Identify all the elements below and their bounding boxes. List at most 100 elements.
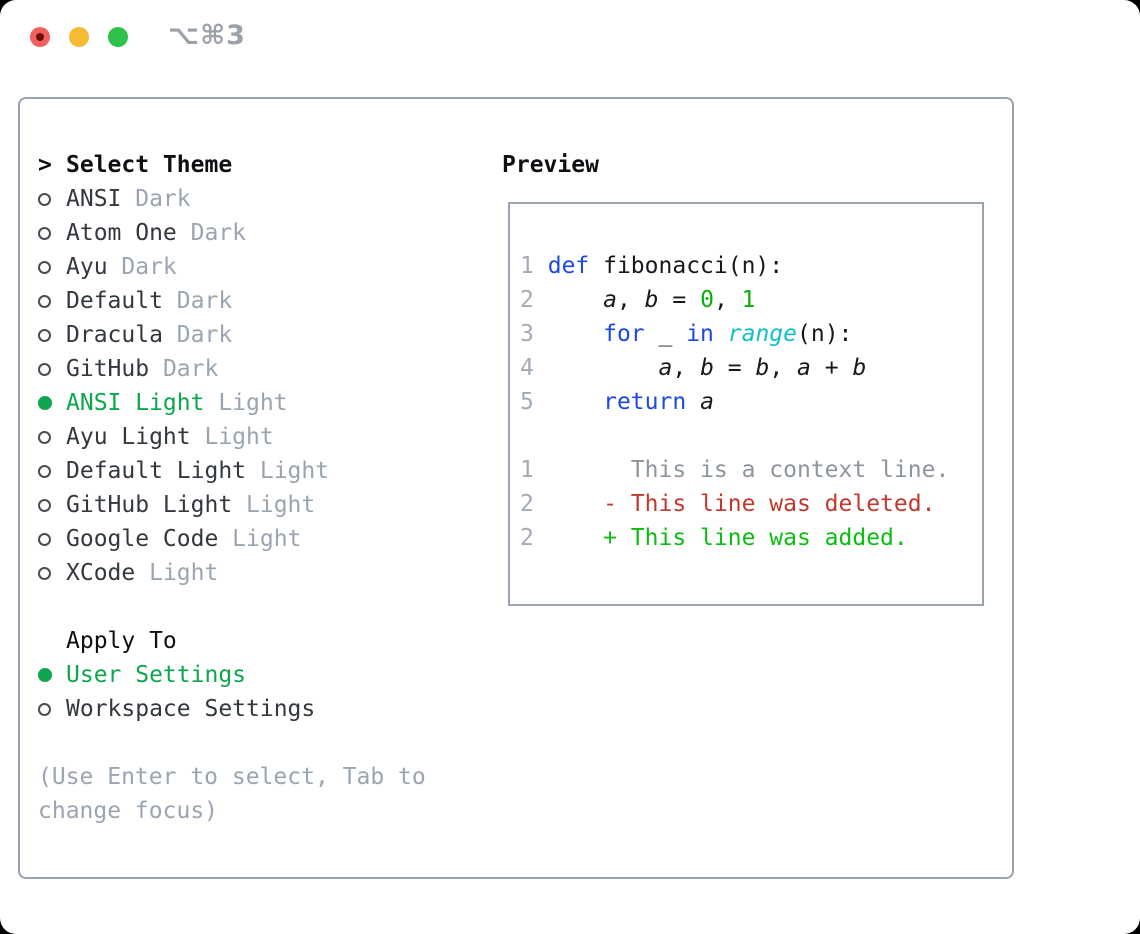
- minimize-button[interactable]: [69, 27, 89, 47]
- apply-option-label: User Settings: [66, 662, 247, 688]
- spacer: [38, 726, 426, 760]
- code-token-pln: fibonacci(n):: [589, 253, 784, 279]
- radio-icon: [38, 464, 51, 478]
- code-token-kw: def: [547, 253, 590, 279]
- radio-icon: [38, 498, 51, 512]
- zoom-button[interactable]: [108, 27, 128, 47]
- select-theme-header: > Select Theme: [38, 148, 426, 182]
- theme-option[interactable]: Dracula Dark: [38, 318, 426, 352]
- radio-icon: [38, 328, 51, 342]
- code-token-var: b: [755, 355, 770, 381]
- code-line: 1 This is a context line.: [520, 453, 949, 487]
- theme-variant-tag: Dark: [121, 254, 177, 280]
- radio-icon: [38, 192, 51, 206]
- help-text: (Use Enter to select, Tab to change focus…: [38, 760, 426, 828]
- code-line: 2 a, b = 0, 1: [520, 283, 949, 317]
- radio-selected-icon: [38, 396, 52, 410]
- theme-variant-tag: Light: [218, 390, 288, 416]
- code-token-bi: range: [727, 321, 798, 347]
- radio-icon: [38, 702, 51, 716]
- theme-option-label: ANSI Light: [66, 390, 205, 416]
- code-token-pln: [548, 355, 659, 381]
- code-token-kw: return: [603, 389, 687, 415]
- theme-option[interactable]: GitHub Light Light: [38, 488, 426, 522]
- code-token-ctx: This is a context line.: [547, 457, 950, 483]
- code-token-var: a: [797, 355, 811, 381]
- theme-variant-tag: Light: [204, 424, 274, 450]
- code-token-pln: [548, 287, 603, 313]
- line-number: 2: [520, 491, 534, 517]
- help-text-line: (Use Enter to select, Tab to: [38, 764, 426, 790]
- theme-option-label: Ayu Light: [66, 424, 191, 450]
- theme-variant-tag: Light: [259, 458, 330, 484]
- code-token-pln: +: [810, 355, 853, 381]
- theme-variant-tag: Light: [232, 526, 302, 552]
- code-token-lit: 0: [700, 287, 714, 313]
- theme-variant-tag: Dark: [176, 322, 233, 348]
- code-token-var: a: [700, 389, 714, 415]
- close-dot-icon: [36, 33, 44, 41]
- code-token-kw: for: [603, 321, 645, 347]
- window-shortcut-label: ⌥⌘3: [168, 20, 246, 51]
- code-token-var: b: [644, 287, 659, 313]
- preview-title: Preview: [502, 152, 599, 178]
- line-number: 2: [520, 525, 534, 551]
- line-number: 4: [520, 355, 534, 381]
- theme-variant-tag: Light: [149, 560, 219, 586]
- code-token-pln: ,: [672, 355, 701, 381]
- select-theme-title: Select Theme: [66, 152, 233, 178]
- code-line: 2 - This line was deleted.: [520, 487, 949, 521]
- theme-variant-tag: Dark: [176, 288, 233, 314]
- code-token-pln: [686, 389, 700, 415]
- code-token-pln: [548, 389, 603, 415]
- theme-option[interactable]: Google Code Light: [38, 522, 426, 556]
- theme-variant-tag: Dark: [135, 186, 191, 212]
- code-token-del: - This line was deleted.: [547, 491, 936, 517]
- apply-option-label: Workspace Settings: [66, 696, 316, 722]
- code-token-pln: [714, 321, 728, 347]
- code-token-pln: =: [658, 287, 701, 313]
- code-token-pln: _: [644, 321, 687, 347]
- radio-icon: [38, 566, 51, 580]
- radio-icon: [38, 362, 51, 376]
- code-token-kw: in: [686, 321, 714, 347]
- prompt-icon: >: [38, 152, 52, 178]
- code-token-var: b: [852, 355, 867, 381]
- theme-option-label: ANSI: [66, 186, 122, 212]
- line-number: 1: [520, 457, 534, 483]
- apply-to-header: Apply To: [38, 624, 426, 658]
- line-number: 3: [520, 321, 534, 347]
- theme-option-label: Google Code: [66, 526, 219, 552]
- code-token-pln: ,: [769, 355, 798, 381]
- radio-icon: [38, 294, 51, 308]
- theme-option[interactable]: ANSI Light Light: [38, 386, 426, 420]
- help-text-line: change focus): [38, 798, 219, 824]
- apply-option[interactable]: User Settings: [38, 658, 426, 692]
- code-token-add: + This line was added.: [547, 525, 908, 551]
- theme-variant-tag: Dark: [162, 356, 219, 382]
- code-line: 2 + This line was added.: [520, 521, 949, 555]
- radio-selected-icon: [38, 668, 52, 682]
- code-token-var: a: [658, 355, 673, 381]
- apply-option[interactable]: Workspace Settings: [38, 692, 426, 726]
- theme-option[interactable]: ANSI Dark: [38, 182, 426, 216]
- theme-option-label: Dracula: [66, 322, 163, 348]
- theme-option[interactable]: Ayu Light Light: [38, 420, 426, 454]
- code-line: 1 def fibonacci(n):: [520, 249, 949, 283]
- theme-option-label: GitHub Light: [66, 492, 233, 518]
- code-token-pln: =: [713, 355, 756, 381]
- close-button[interactable]: [30, 27, 50, 47]
- spacer: [38, 590, 426, 624]
- code-token-pln: ,: [713, 287, 742, 313]
- theme-variant-tag: Light: [246, 492, 316, 518]
